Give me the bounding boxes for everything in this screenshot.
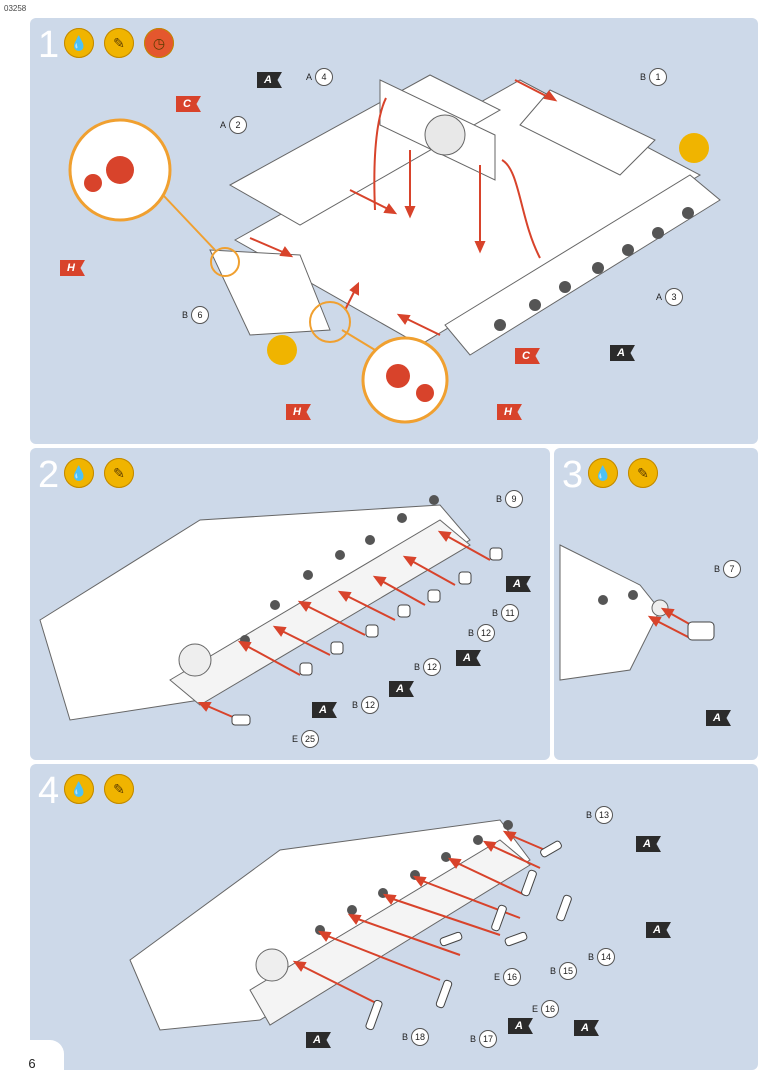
flag-color-h: H xyxy=(286,404,311,420)
paintbrush-icon: ✎ xyxy=(104,774,134,804)
step-4-number: 4 xyxy=(38,770,60,812)
flag-color-h: H xyxy=(60,260,85,276)
flag-sprue-a: A xyxy=(508,1018,533,1034)
paintbrush-icon: ✎ xyxy=(104,28,134,58)
paintbrush-icon: ✎ xyxy=(628,458,658,488)
flag-sprue-a: A xyxy=(574,1020,599,1036)
flag-sprue-a: A xyxy=(610,345,635,361)
glue-drop-icon: 💧 xyxy=(64,458,94,488)
flag-sprue-a: A xyxy=(456,650,481,666)
flag-sprue-a: A xyxy=(306,1032,331,1048)
flag-sprue-a: A xyxy=(312,702,337,718)
flag-color-h: H xyxy=(497,404,522,420)
flag-sprue-a: A xyxy=(636,836,661,852)
glue-drop-icon: 💧 xyxy=(64,774,94,804)
step-1-number: 1 xyxy=(38,24,60,66)
step-3-number: 3 xyxy=(562,454,584,496)
flag-sprue-a: A xyxy=(389,681,414,697)
flag-sprue-a: A xyxy=(646,922,671,938)
clock-icon: ◷ xyxy=(144,28,174,58)
flag-sprue-a: A xyxy=(257,72,282,88)
glue-drop-icon: 💧 xyxy=(588,458,618,488)
step-2-number: 2 xyxy=(38,454,60,496)
paintbrush-icon: ✎ xyxy=(104,458,134,488)
flag-color-c: C xyxy=(176,96,201,112)
flag-sprue-a: A xyxy=(706,710,731,726)
flag-color-c: C xyxy=(515,348,540,364)
glue-drop-icon: 💧 xyxy=(64,28,94,58)
flag-sprue-a: A xyxy=(506,576,531,592)
document-code: 03258 xyxy=(4,4,27,13)
page-number: 6 xyxy=(0,1040,64,1086)
